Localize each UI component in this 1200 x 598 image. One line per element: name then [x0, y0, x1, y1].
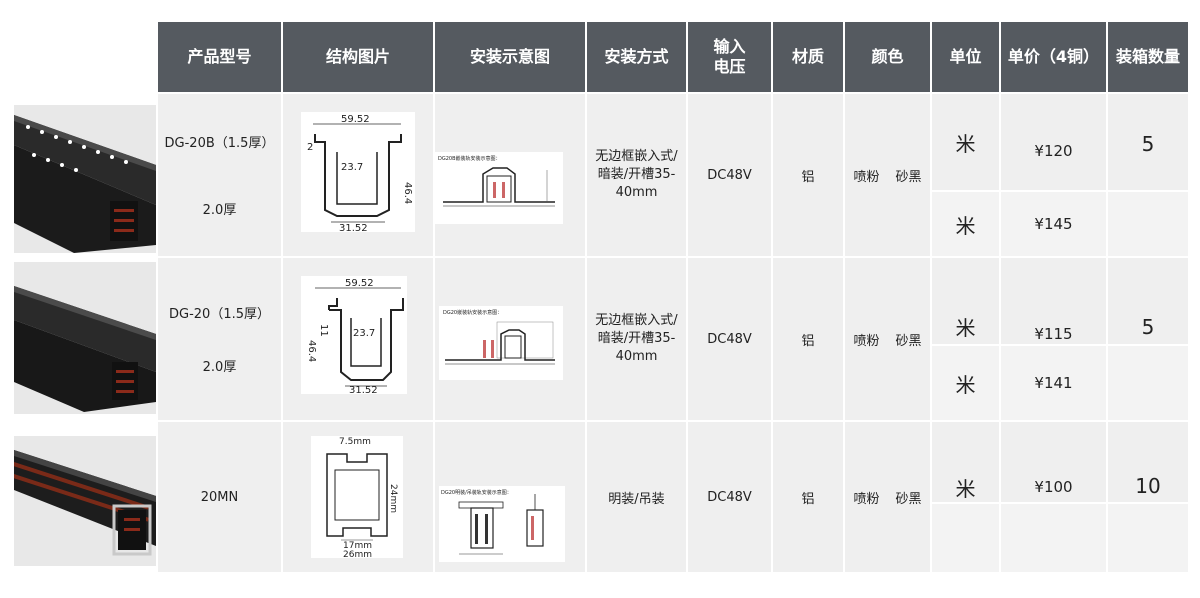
diagram-title: DG20明装/吊装轨安装示意图：: [441, 489, 512, 496]
install-diagram-icon: DG20B嵌装轨安装示意图：: [438, 155, 555, 207]
model-name: DG-20（1.5厚）: [169, 307, 270, 322]
model-cell: DG-20（1.5厚） 2.0厚: [158, 258, 281, 420]
pack-qty-cell: 5: [1108, 258, 1188, 344]
model-thickness: 2.0厚: [202, 360, 237, 375]
track-photo-icon: [14, 262, 156, 414]
model-thickness: 2.0厚: [202, 203, 237, 218]
structure-cell: 59.52 23.7 46.4 11 31.52: [283, 258, 433, 420]
diagram-title: DG20B嵌装轨安装示意图：: [438, 155, 501, 162]
model-cell: 20MN: [158, 422, 281, 572]
track-photo-icon: [14, 436, 156, 566]
unit-cell: 米: [932, 192, 999, 256]
dim-top: 59.52: [341, 114, 370, 125]
header-unit: 单位: [932, 22, 999, 92]
product-photo-20mn: [14, 436, 156, 566]
dim-bottom: 31.52: [349, 385, 378, 394]
dim-lip: 11: [318, 324, 329, 337]
model-name: 20MN: [200, 489, 239, 505]
structure-cell: 7.5mm 24mm 17mm 26mm: [283, 422, 433, 572]
material-cell: 铝: [773, 422, 843, 572]
voltage-cell: DC48V: [688, 422, 771, 572]
color-cell: 喷粉砂黑: [845, 94, 930, 256]
install-method-cell: 无边框嵌入式/暗装/开槽35-40mm: [587, 94, 686, 256]
voltage-cell: DC48V: [688, 94, 771, 256]
track-photo-icon: [14, 105, 156, 253]
product-photo-dg20b: [14, 105, 156, 253]
install-diagram-cell: DG20嵌装轨安装示意图：: [435, 258, 585, 420]
price-cell: ¥100: [1001, 422, 1106, 502]
price-cell: ¥141: [1001, 346, 1106, 420]
pack-qty-cell: 10: [1108, 422, 1188, 502]
install-diagram-cell: DG20B嵌装轨安装示意图：: [435, 94, 585, 256]
profile-drawing: 59.52 23.7 2 46.4 31.52: [301, 112, 415, 234]
header-install-diagram: 安装示意图: [435, 22, 585, 92]
dim-mid: 23.7: [353, 328, 375, 339]
install-method-cell: 明装/吊装: [587, 422, 686, 572]
dim-inner: 17mm: [343, 541, 372, 551]
material-cell: 铝: [773, 258, 843, 420]
header-price: 单价（4铜）: [1001, 22, 1106, 92]
unit-empty: [932, 504, 999, 572]
header-pack-qty: 装箱数量: [1108, 22, 1188, 92]
unit-cell: 米: [932, 94, 999, 190]
model-name: DG-20B（1.5厚）: [164, 136, 275, 151]
color-cell: 喷粉砂黑: [845, 422, 930, 572]
color-cell: 喷粉砂黑: [845, 258, 930, 420]
install-diagram-icon: DG20明装/吊装轨安装示意图：: [441, 489, 544, 555]
header-model: 产品型号: [158, 22, 281, 92]
unit-cell: 米: [932, 258, 999, 344]
price-cell: ¥145: [1001, 192, 1106, 256]
dim-height: 46.4: [402, 182, 413, 204]
dim-bottom: 31.52: [339, 223, 368, 232]
dim-lip: 2: [307, 142, 313, 153]
dim-top: 59.52: [345, 278, 374, 289]
profile-drawing: 59.52 23.7 46.4 11 31.52: [301, 276, 407, 396]
dim-height: 24mm: [388, 484, 398, 513]
dim-bottom: 26mm: [343, 550, 372, 558]
voltage-cell: DC48V: [688, 258, 771, 420]
unit-cell: 米: [932, 422, 999, 502]
pack-qty-empty: [1108, 192, 1188, 256]
profile-drawing: 7.5mm 24mm 17mm 26mm: [311, 436, 403, 560]
pack-qty-cell: 5: [1108, 94, 1188, 190]
unit-cell: 米: [932, 346, 999, 420]
pack-qty-empty: [1108, 504, 1188, 572]
install-method-cell: 无边框嵌入式/暗装/开槽35-40mm: [587, 258, 686, 420]
profile-drawing-icon: 59.52 23.7 46.4 11 31.52: [306, 278, 404, 396]
header-color: 颜色: [845, 22, 930, 92]
structure-cell: 59.52 23.7 2 46.4 31.52: [283, 94, 433, 256]
price-empty: [1001, 504, 1106, 572]
dim-height: 46.4: [306, 340, 317, 362]
header-voltage: 输入电压: [688, 22, 771, 92]
header-material: 材质: [773, 22, 843, 92]
install-diagram: DG20B嵌装轨安装示意图：: [435, 152, 563, 224]
profile-drawing-icon: 59.52 23.7 2 46.4 31.52: [307, 114, 413, 234]
diagram-title: DG20嵌装轨安装示意图：: [443, 309, 502, 316]
price-cell: ¥115: [1001, 258, 1106, 344]
price-cell: ¥120: [1001, 94, 1106, 190]
header-install-method: 安装方式: [587, 22, 686, 92]
install-diagram: DG20明装/吊装轨安装示意图：: [439, 486, 565, 562]
model-cell: DG-20B（1.5厚） 2.0厚: [158, 94, 281, 256]
install-diagram-cell: DG20明装/吊装轨安装示意图：: [435, 422, 585, 572]
header-structure: 结构图片: [283, 22, 433, 92]
pack-qty-empty: [1108, 346, 1188, 420]
profile-drawing-icon: 7.5mm 24mm 17mm 26mm: [326, 437, 398, 560]
install-diagram-icon: DG20嵌装轨安装示意图：: [443, 309, 555, 365]
dim-top: 7.5mm: [339, 437, 371, 447]
material-cell: 铝: [773, 94, 843, 256]
install-diagram: DG20嵌装轨安装示意图：: [439, 306, 563, 380]
dim-mid: 23.7: [341, 162, 363, 173]
product-photo-dg20: [14, 262, 156, 414]
